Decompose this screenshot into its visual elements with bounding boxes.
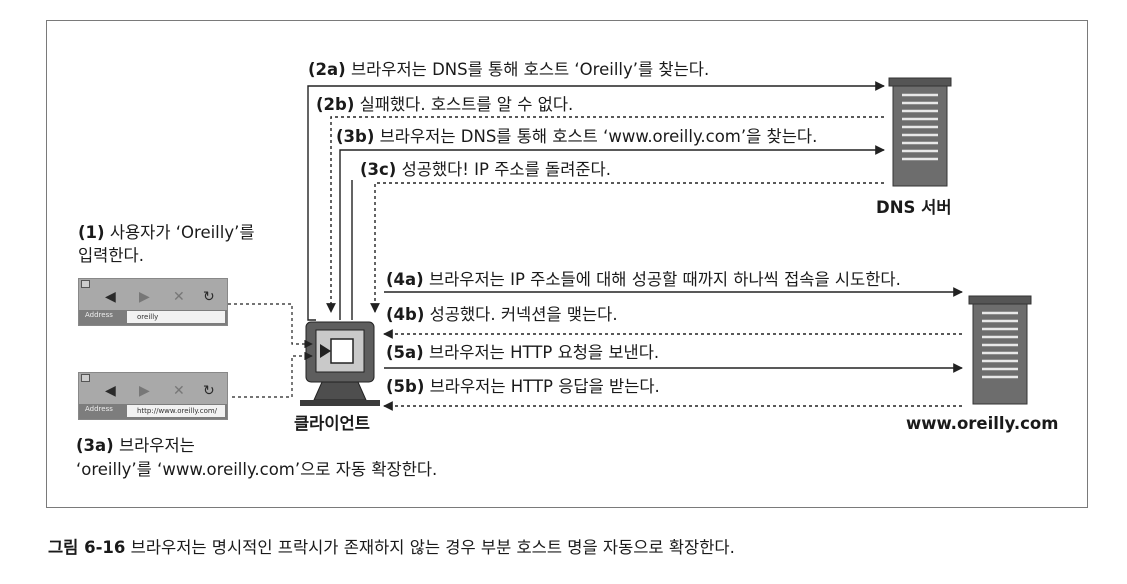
step-3a-label: (3a) 브라우저는 — [76, 436, 195, 455]
step-2a-label: (2a) 브라우저는 DNS를 통해 호스트 ‘Oreilly’를 찾는다. — [308, 60, 710, 79]
step-5a-label: (5a) 브라우저는 HTTP 요청을 보낸다. — [386, 343, 660, 362]
client-computer-icon — [300, 321, 380, 406]
window-corner-icon — [81, 280, 90, 288]
web-server-label: www.oreilly.com — [906, 414, 1059, 433]
window-corner-icon — [81, 374, 90, 382]
web-connectors — [383, 287, 963, 411]
step-4b-label: (4b) 성공했다. 커넥션을 맺는다. — [386, 305, 618, 324]
forward-arrow-icon: ▶ — [139, 383, 150, 399]
step-3c-label: (3c) 성공했다! IP 주소를 돌려준다. — [360, 160, 611, 179]
step-4a-label: (4a) 브라우저는 IP 주소들에 대해 성공할 때까지 하나씩 접속을 시도… — [386, 270, 901, 289]
browser-connectors — [228, 303, 313, 398]
step-3b-label: (3b) 브라우저는 DNS를 통해 호스트 ‘www.oreilly.com’… — [336, 127, 818, 146]
address-label: Address — [85, 311, 113, 319]
reload-icon: ↻ — [203, 289, 215, 305]
forward-arrow-icon: ▶ — [139, 289, 150, 305]
browser-window-top: ◀ ▶ ✕ ↻ Address oreilly — [78, 278, 228, 326]
stop-icon: ✕ — [173, 289, 185, 305]
dns-server-label: DNS 서버 — [876, 198, 952, 217]
back-arrow-icon: ◀ — [105, 383, 116, 399]
step-3a-label-line2: ‘oreilly’를 ‘www.oreilly.com’으로 자동 확장한다. — [76, 460, 438, 479]
browser-window-bottom: ◀ ▶ ✕ ↻ Address http://www.oreilly.com/ — [78, 372, 228, 420]
address-label: Address — [85, 405, 113, 413]
stop-icon: ✕ — [173, 383, 185, 399]
step-5b-label: (5b) 브라우저는 HTTP 응답을 받는다. — [386, 377, 660, 396]
back-arrow-icon: ◀ — [105, 289, 116, 305]
step-1-label-line2: 입력한다. — [78, 246, 144, 265]
step-2b-label: (2b) 실패했다. 호스트를 알 수 없다. — [316, 95, 574, 114]
web-server-icon — [968, 295, 1032, 405]
figure-frame — [46, 20, 1088, 508]
step-1-label: (1) 사용자가 ‘Oreilly’를 — [78, 223, 255, 242]
client-label: 클라이언트 — [294, 414, 370, 433]
address-field: http://www.oreilly.com/ — [127, 405, 225, 417]
reload-icon: ↻ — [203, 383, 215, 399]
dns-connectors — [307, 81, 885, 321]
figure-caption: 그림 6-16 브라우저는 명시적인 프락시가 존재하지 않는 경우 부분 호스… — [48, 538, 735, 557]
dns-server-icon — [888, 77, 952, 187]
address-field: oreilly — [127, 311, 225, 323]
